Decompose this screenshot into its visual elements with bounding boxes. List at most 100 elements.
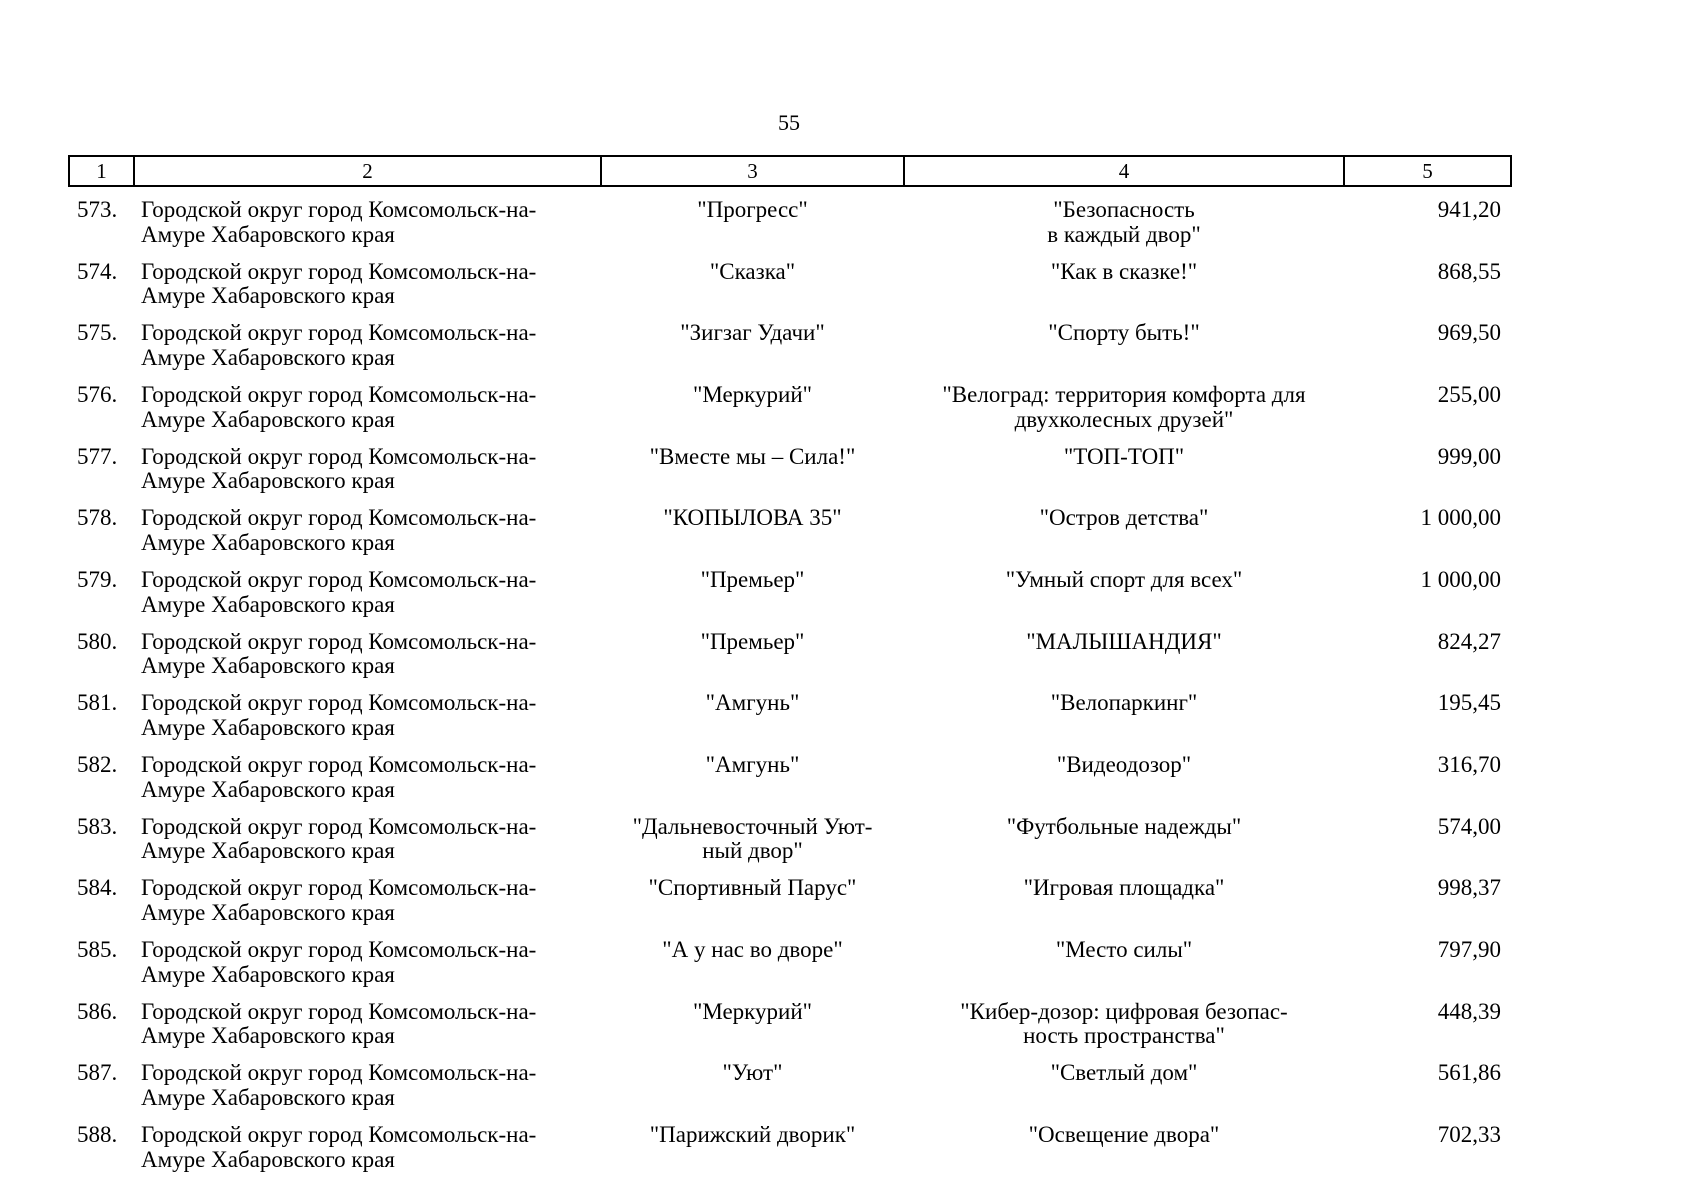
municipality-cell: Городской округ город Комсомольск-на- Ам… bbox=[141, 813, 537, 864]
column-header-2: 2 bbox=[133, 155, 602, 187]
amount-cell: 448,39 bbox=[1437, 998, 1501, 1024]
organization-cell: "Сказка" bbox=[709, 258, 796, 284]
project-cell: "Умный спорт для всех" bbox=[1005, 566, 1243, 592]
municipality-cell: Городской округ город Комсомольск-на- Ам… bbox=[141, 566, 537, 617]
table-row: 583. Городской округ город Комсомольск-н… bbox=[69, 804, 1511, 866]
municipality-cell: Городской округ город Комсомольск-на- Ам… bbox=[141, 751, 537, 802]
organization-cell: "Зигзаг Удачи" bbox=[680, 320, 825, 346]
row-number: 585. bbox=[77, 936, 118, 962]
table-body: 573. Городской округ город Комсомольск-н… bbox=[69, 186, 1511, 1174]
table-row: 581. Городской округ город Комсомольск-н… bbox=[69, 680, 1511, 742]
table-row: 575. Городской округ город Комсомольск-н… bbox=[69, 310, 1511, 372]
row-number: 581. bbox=[77, 690, 118, 716]
amount-cell: 998,37 bbox=[1437, 875, 1501, 901]
row-number: 580. bbox=[77, 628, 118, 654]
amount-cell: 868,55 bbox=[1437, 258, 1501, 284]
organization-cell: "Прогресс" bbox=[697, 197, 808, 222]
municipality-cell: Городской округ город Комсомольск-на- Ам… bbox=[141, 998, 537, 1049]
page-number: 55 bbox=[778, 110, 800, 135]
amount-cell: 969,50 bbox=[1437, 320, 1501, 346]
amount-cell: 316,70 bbox=[1437, 751, 1501, 777]
project-cell: "Спорту быть!" bbox=[1048, 320, 1200, 346]
table-row: 573. Городской округ город Комсомольск-н… bbox=[69, 186, 1511, 249]
organization-cell: "Меркурий" bbox=[692, 998, 813, 1024]
municipality-cell: Городской округ город Комсомольск-на- Ам… bbox=[141, 1060, 537, 1111]
municipality-cell: Городской округ город Комсомольск-на- Ам… bbox=[141, 505, 537, 556]
amount-cell: 561,86 bbox=[1437, 1060, 1501, 1086]
table-row: 584. Городской округ город Комсомольск-н… bbox=[69, 865, 1511, 927]
amount-cell: 574,00 bbox=[1437, 813, 1501, 839]
amount-cell: 702,33 bbox=[1437, 1121, 1501, 1147]
column-header-1: 1 bbox=[68, 155, 135, 187]
row-number: 584. bbox=[77, 875, 118, 901]
project-cell: "Светлый дом" bbox=[1050, 1060, 1198, 1086]
organization-cell: "А у нас во дворе" bbox=[662, 936, 843, 962]
organization-cell: "КОПЫЛОВА 35" bbox=[663, 505, 842, 531]
project-cell: "Игровая площадка" bbox=[1023, 875, 1225, 901]
municipality-cell: Городской округ город Комсомольск-на- Ам… bbox=[141, 690, 537, 741]
column-header-5: 5 bbox=[1343, 155, 1512, 187]
row-number: 574. bbox=[77, 258, 118, 284]
municipality-cell: Городской округ город Комсомольск-на- Ам… bbox=[141, 197, 537, 247]
project-cell: "Футбольные надежды" bbox=[1006, 813, 1242, 839]
table-row: 582. Городской округ город Комсомольск-н… bbox=[69, 742, 1511, 804]
amount-cell: 1 000,00 bbox=[1420, 566, 1502, 592]
table-row: 586. Городской округ город Комсомольск-н… bbox=[69, 989, 1511, 1051]
municipality-cell: Городской округ город Комсомольск-на- Ам… bbox=[141, 875, 537, 926]
row-number: 587. bbox=[77, 1060, 118, 1086]
row-number: 582. bbox=[77, 751, 118, 777]
organization-cell: "Амгунь" bbox=[705, 690, 800, 716]
amount-cell: 999,00 bbox=[1437, 443, 1501, 469]
organization-cell: "Уют" bbox=[722, 1060, 783, 1086]
project-cell: "Безопасность в каждый двор" bbox=[1047, 197, 1201, 247]
municipality-cell: Городской округ город Комсомольск-на- Ам… bbox=[141, 628, 537, 679]
row-number: 586. bbox=[77, 998, 118, 1024]
municipality-cell: Городской округ город Комсомольск-на- Ам… bbox=[141, 258, 537, 309]
organization-cell: "Премьер" bbox=[700, 628, 805, 654]
project-cell: "ТОП-ТОП" bbox=[1063, 443, 1185, 469]
table-row: 585. Городской округ город Комсомольск-н… bbox=[69, 927, 1511, 989]
table-row: 587. Городской округ город Комсомольск-н… bbox=[69, 1050, 1511, 1112]
project-cell: "Освещение двора" bbox=[1028, 1121, 1220, 1147]
row-number: 579. bbox=[77, 566, 118, 592]
table-row: 588. Городской округ город Комсомольск-н… bbox=[69, 1112, 1511, 1174]
row-number: 577. bbox=[77, 443, 118, 469]
organization-cell: "Спортивный Парус" bbox=[648, 875, 857, 901]
row-number: 576. bbox=[77, 381, 118, 407]
organization-cell: "Меркурий" bbox=[692, 381, 813, 407]
table-row: 579. Городской округ город Комсомольск-н… bbox=[69, 557, 1511, 619]
amount-cell: 195,45 bbox=[1437, 690, 1501, 716]
row-number: 575. bbox=[77, 320, 118, 346]
project-cell: "Остров детства" bbox=[1039, 505, 1209, 531]
row-number: 583. bbox=[77, 813, 118, 839]
table-row: 574. Городской округ город Комсомольск-н… bbox=[69, 249, 1511, 311]
amount-cell: 824,27 bbox=[1437, 628, 1501, 654]
municipality-cell: Городской округ город Комсомольск-на- Ам… bbox=[141, 936, 537, 987]
project-cell: "Кибер-дозор: цифровая безопас- ность пр… bbox=[960, 998, 1288, 1049]
row-number: 588. bbox=[77, 1121, 118, 1147]
table-header-row: 1 2 3 4 5 bbox=[68, 155, 1512, 187]
organization-cell: "Премьер" bbox=[700, 566, 805, 592]
municipality-cell: Городской округ город Комсомольск-на- Ам… bbox=[141, 381, 537, 432]
row-number: 573. bbox=[77, 197, 118, 222]
column-header-4: 4 bbox=[903, 155, 1345, 187]
project-cell: "Велоград: территория комфорта для двухк… bbox=[942, 381, 1306, 432]
table-row: 580. Городской округ город Комсомольск-н… bbox=[69, 619, 1511, 681]
amount-cell: 255,00 bbox=[1437, 381, 1501, 407]
organization-cell: "Дальневосточный Уют- ный двор" bbox=[632, 813, 873, 864]
column-header-3: 3 bbox=[600, 155, 905, 187]
table-row: 578. Городской округ город Комсомольск-н… bbox=[69, 495, 1511, 557]
project-cell: "Как в сказке!" bbox=[1050, 258, 1198, 284]
municipality-cell: Городской округ город Комсомольск-на- Ам… bbox=[141, 1121, 537, 1172]
municipality-cell: Городской округ город Комсомольск-на- Ам… bbox=[141, 320, 537, 371]
amount-cell: 797,90 bbox=[1437, 936, 1501, 962]
row-number: 578. bbox=[77, 505, 118, 531]
organization-cell: "Парижский дворик" bbox=[649, 1121, 856, 1147]
project-cell: "МАЛЫШАНДИЯ" bbox=[1026, 628, 1222, 654]
amount-cell: 941,20 bbox=[1437, 197, 1501, 222]
project-cell: "Велопаркинг" bbox=[1050, 690, 1198, 716]
project-cell: "Место силы" bbox=[1055, 936, 1193, 962]
grants-table: 1 2 3 4 5 573. Городской округ город Ком… bbox=[68, 155, 1512, 1174]
project-cell: "Видеодозор" bbox=[1056, 751, 1192, 777]
